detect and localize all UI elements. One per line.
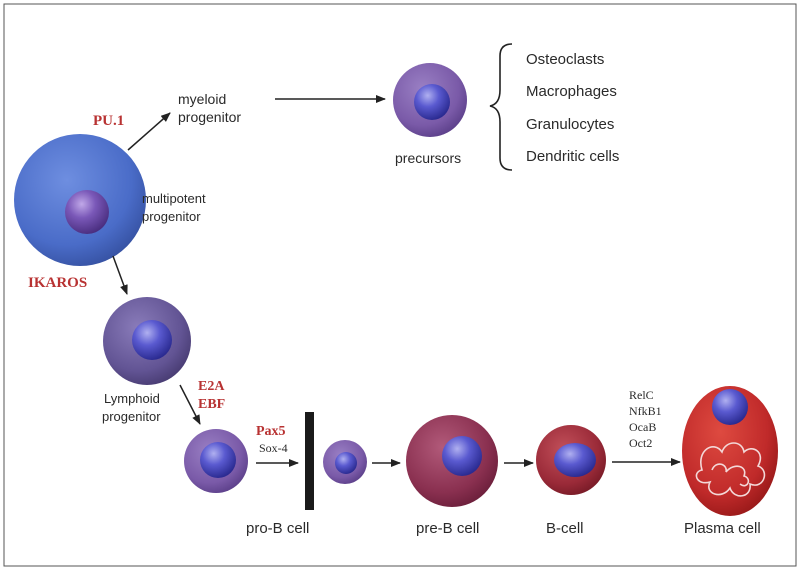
- output-osteoclasts: Osteoclasts: [526, 51, 604, 68]
- arrow-to-lymphoid: [112, 255, 128, 295]
- pre-b-label: pre-B cell: [416, 520, 479, 537]
- factor-relc: RelC: [629, 388, 654, 402]
- pro-b-label: pro-B cell: [246, 520, 309, 537]
- arrow-to-myeloid: [127, 112, 171, 151]
- b-cell-label: B-cell: [546, 520, 584, 537]
- lymphoid-progenitor-cell: [103, 297, 191, 385]
- factor-ikaros: IKAROS: [28, 275, 87, 291]
- factor-ebf: EBF: [198, 397, 225, 412]
- multipotent-label-line2: progenitor: [142, 209, 201, 224]
- b-cell: [536, 425, 606, 495]
- lymphoid-label-line1: Lymphoid: [104, 391, 160, 406]
- plasma-factors-list: RelC NfkB1 OcaB Oct2: [629, 388, 662, 450]
- factor-e2a: E2A: [198, 379, 225, 394]
- myeloid-outputs-list: Osteoclasts Macrophages Granulocytes Den…: [526, 51, 619, 165]
- factor-sox4: Sox-4: [259, 441, 288, 455]
- factor-nfkb1: NfkB1: [629, 404, 662, 418]
- developmental-block-bar: [305, 412, 314, 510]
- output-granulocytes: Granulocytes: [526, 116, 614, 133]
- factor-pu1: PU.1: [93, 113, 124, 129]
- factor-pax5: Pax5: [256, 424, 286, 439]
- myeloid-label-line2: progenitor: [178, 109, 241, 125]
- myeloid-label-line1: myeloid: [178, 91, 226, 107]
- precursors-label: precursors: [395, 150, 461, 166]
- pro-b-cell: [323, 440, 367, 484]
- plasma-cell-label: Plasma cell: [684, 520, 761, 537]
- lymphoid-label-line2: progenitor: [102, 409, 161, 424]
- endoplasmic-reticulum: [695, 442, 766, 497]
- multipotent-label-line1: multipotent: [142, 191, 206, 206]
- pre-b-cell: [406, 415, 498, 507]
- factor-oct2: Oct2: [629, 436, 652, 450]
- arrow-to-early-b: [179, 384, 201, 425]
- plasma-cell: [682, 386, 778, 516]
- output-dendritic-cells: Dendritic cells: [526, 148, 619, 165]
- early-b-progenitor-cell: [184, 429, 248, 493]
- factor-ocab: OcaB: [629, 420, 656, 434]
- multipotent-progenitor-cell: [14, 134, 146, 266]
- brace: [489, 43, 513, 171]
- precursor-cell: [393, 63, 467, 137]
- output-macrophages: Macrophages: [526, 83, 617, 100]
